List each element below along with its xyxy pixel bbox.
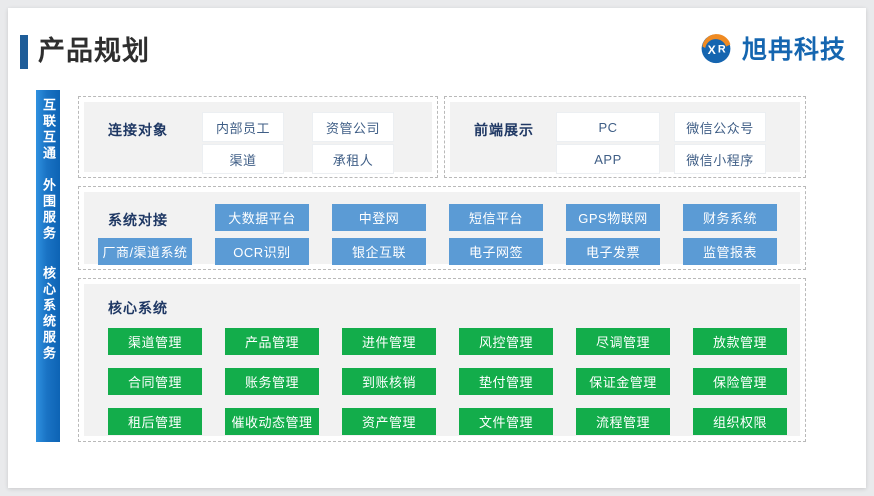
chip-asset-mgmt[interactable]: 资产管理 — [342, 408, 436, 435]
section-system-integration: 系统对接 大数据平台 中登网 短信平台 GPS物联网 财务系统 厂商/渠道系统 … — [78, 186, 806, 270]
section-panel: 核心系统 渠道管理 产品管理 进件管理 风控管理 尽调管理 放款管理 合同管理 … — [84, 284, 800, 436]
section-title-frontend: 前端展示 — [474, 122, 534, 138]
header: 产品规划 X R 旭冉科技 — [8, 8, 866, 78]
page-title: 产品规划 — [38, 36, 150, 66]
chip-org-permission[interactable]: 组织权限 — [693, 408, 787, 435]
chip-postlease-mgmt[interactable]: 租后管理 — [108, 408, 202, 435]
slide-card: 产品规划 X R 旭冉科技 互联互通 外围服务 核心系统服务 — [8, 8, 866, 488]
section-title-connect: 连接对象 — [108, 122, 168, 138]
section-title-core: 核心系统 — [108, 300, 168, 316]
chip-app[interactable]: APP — [556, 144, 660, 174]
section-title-sysdock: 系统对接 — [108, 212, 168, 228]
chip-channel[interactable]: 渠道 — [202, 144, 284, 174]
chip-gps-iot[interactable]: GPS物联网 — [566, 204, 660, 231]
chip-collection-dynamics-mgmt[interactable]: 催收动态管理 — [225, 408, 319, 435]
chip-channel-mgmt[interactable]: 渠道管理 — [108, 328, 202, 355]
section-panel: 连接对象 内部员工 资管公司 渠道 承租人 — [84, 102, 432, 174]
svg-text:R: R — [718, 43, 726, 55]
chip-document-mgmt[interactable]: 文件管理 — [459, 408, 553, 435]
chip-regulatory-report[interactable]: 监管报表 — [683, 238, 777, 265]
chip-zhongdeng-net[interactable]: 中登网 — [332, 204, 426, 231]
chip-vendor-channel-system[interactable]: 厂商/渠道系统 — [98, 238, 192, 265]
brand-name: 旭冉科技 — [741, 36, 846, 64]
chip-bigdata-platform[interactable]: 大数据平台 — [215, 204, 309, 231]
chip-contract-mgmt[interactable]: 合同管理 — [108, 368, 202, 395]
chip-e-invoice[interactable]: 电子发票 — [566, 238, 660, 265]
sidebar-rail: 互联互通 外围服务 核心系统服务 — [36, 90, 60, 442]
title-accent-bar — [20, 35, 28, 69]
section-core-system: 核心系统 渠道管理 产品管理 进件管理 风控管理 尽调管理 放款管理 合同管理 … — [78, 278, 806, 442]
chip-pc[interactable]: PC — [556, 112, 660, 142]
chip-bank-enterprise-link[interactable]: 银企互联 — [332, 238, 426, 265]
chip-lessee[interactable]: 承租人 — [312, 144, 394, 174]
svg-text:X: X — [708, 43, 717, 57]
chip-wechat-official[interactable]: 微信公众号 — [674, 112, 766, 142]
section-connect-objects: 连接对象 内部员工 资管公司 渠道 承租人 — [78, 96, 438, 178]
sidebar-group-interconnect: 互联互通 — [41, 98, 56, 162]
chip-advance-payment-mgmt[interactable]: 垫付管理 — [459, 368, 553, 395]
chip-ocr-recognition[interactable]: OCR识别 — [215, 238, 309, 265]
chip-receipt-writeoff[interactable]: 到账核销 — [342, 368, 436, 395]
chip-workflow-mgmt[interactable]: 流程管理 — [576, 408, 670, 435]
section-panel: 前端展示 PC 微信公众号 APP 微信小程序 — [450, 102, 800, 174]
chip-finance-system[interactable]: 财务系统 — [683, 204, 777, 231]
chip-accounting-mgmt[interactable]: 账务管理 — [225, 368, 319, 395]
chip-wechat-miniprogram[interactable]: 微信小程序 — [674, 144, 766, 174]
chip-asset-company[interactable]: 资管公司 — [312, 112, 394, 142]
chip-risk-mgmt[interactable]: 风控管理 — [459, 328, 553, 355]
brand-logo: X R 旭冉科技 — [698, 30, 846, 66]
section-panel: 系统对接 大数据平台 中登网 短信平台 GPS物联网 财务系统 厂商/渠道系统 … — [84, 192, 800, 265]
chip-internal-staff[interactable]: 内部员工 — [202, 112, 284, 142]
chip-deposit-mgmt[interactable]: 保证金管理 — [576, 368, 670, 395]
sidebar-group-periphery: 外围服务 — [41, 178, 56, 242]
chip-application-mgmt[interactable]: 进件管理 — [342, 328, 436, 355]
xr-circle-logo-icon: X R — [701, 34, 731, 64]
chip-duediligence-mgmt[interactable]: 尽调管理 — [576, 328, 670, 355]
chip-e-contract[interactable]: 电子网签 — [449, 238, 543, 265]
chip-sms-platform[interactable]: 短信平台 — [449, 204, 543, 231]
chip-product-mgmt[interactable]: 产品管理 — [225, 328, 319, 355]
chip-disbursement-mgmt[interactable]: 放款管理 — [693, 328, 787, 355]
chip-insurance-mgmt[interactable]: 保险管理 — [693, 368, 787, 395]
section-frontend-display: 前端展示 PC 微信公众号 APP 微信小程序 — [444, 96, 806, 178]
sidebar-group-core: 核心系统服务 — [41, 266, 56, 362]
